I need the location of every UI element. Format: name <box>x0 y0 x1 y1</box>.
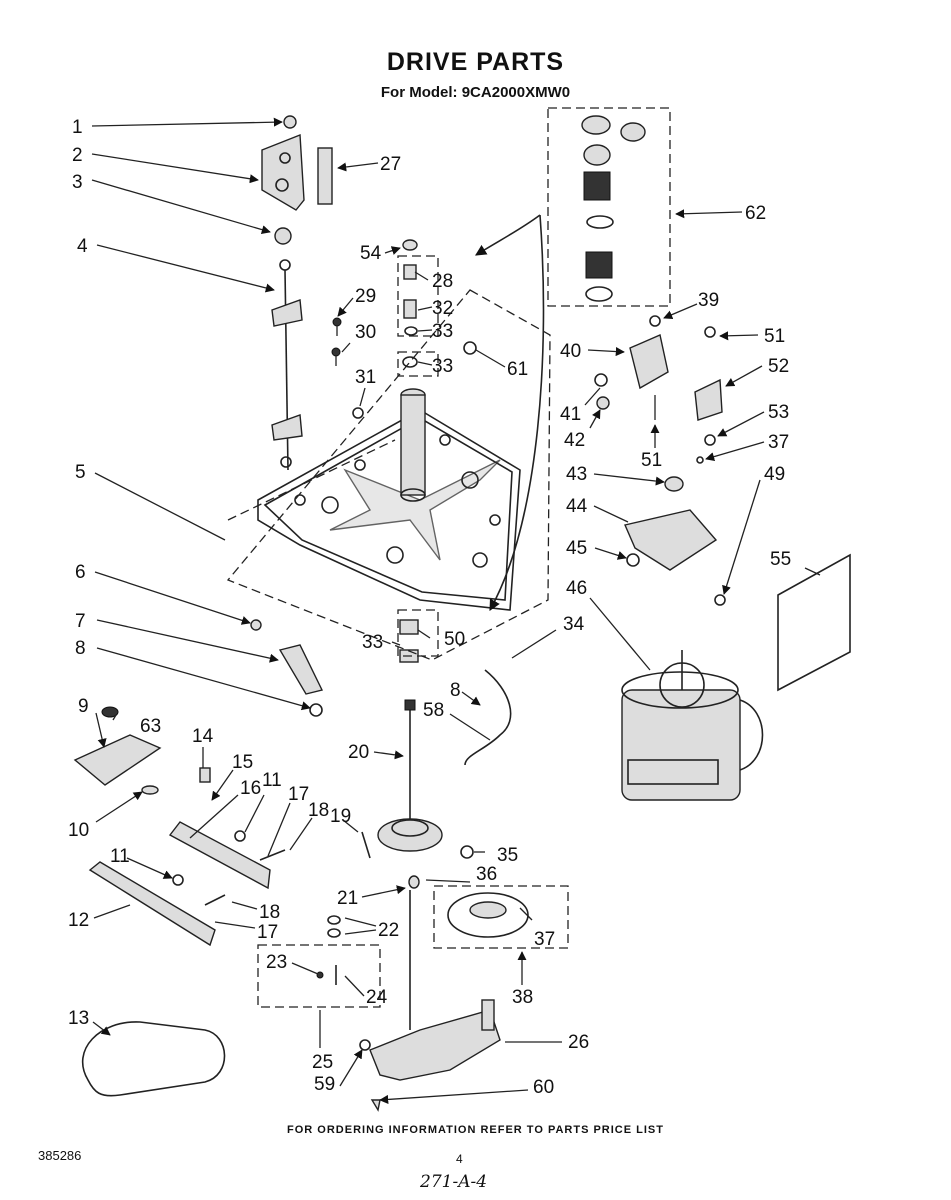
callout-25: 25 <box>312 1052 333 1073</box>
callout-38: 38 <box>512 987 533 1008</box>
callout-8: 8 <box>75 638 86 659</box>
panel-55 <box>777 553 851 692</box>
callout-11: 11 <box>110 846 130 867</box>
page-title: DRIVE PARTS <box>386 48 565 76</box>
page-number: 4 <box>456 1152 463 1166</box>
callout-59: 59 <box>314 1074 335 1095</box>
callout-5: 5 <box>75 462 86 483</box>
callout-16: 16 <box>240 778 261 799</box>
callout-61: 61 <box>507 359 528 380</box>
callout-9: 9 <box>78 696 89 717</box>
callout-39: 39 <box>698 290 719 311</box>
callout-42: 42 <box>564 430 585 451</box>
callout-55: 55 <box>770 549 791 570</box>
callout-11-upper: 11 <box>262 770 282 791</box>
callout-51-low: 51 <box>641 450 662 471</box>
callout-7: 7 <box>75 611 86 632</box>
callout-17: 17 <box>288 784 309 805</box>
callout-8-lower: 8 <box>450 680 461 701</box>
callout-1: 1 <box>72 117 83 138</box>
callout-2: 2 <box>72 145 83 166</box>
callout-3: 3 <box>72 172 83 193</box>
callout-49: 49 <box>764 464 785 485</box>
callout-12: 12 <box>68 910 89 931</box>
callout-13: 13 <box>68 1008 89 1029</box>
callout-14: 14 <box>192 726 214 747</box>
callout-18: 18 <box>308 800 329 821</box>
callout-26: 26 <box>568 1032 589 1053</box>
callout-24: 24 <box>366 987 388 1008</box>
callout-17-lower: 17 <box>257 922 278 943</box>
callout-18-lower: 18 <box>259 902 280 923</box>
callout-15: 15 <box>232 752 253 773</box>
linkage-assembly <box>261 115 333 471</box>
callout-4: 4 <box>77 236 88 257</box>
center-shaft <box>399 239 477 820</box>
callout-28: 28 <box>432 271 453 292</box>
callout-46: 46 <box>566 578 587 599</box>
callout-35: 35 <box>497 845 518 866</box>
callout-33-mid: 33 <box>432 356 453 377</box>
callout-32: 32 <box>432 298 453 319</box>
bearing-kit-62 <box>547 107 671 307</box>
callout-50: 50 <box>444 629 465 650</box>
callout-54: 54 <box>360 243 382 264</box>
callout-10: 10 <box>68 820 89 841</box>
callout-45: 45 <box>566 538 587 559</box>
callout-33-top: 33 <box>432 321 453 342</box>
callout-29: 29 <box>355 286 376 307</box>
ordering-note: FOR ORDERING INFORMATION REFER TO PARTS … <box>287 1124 664 1136</box>
callout-37-lower: 37 <box>534 929 555 950</box>
callout-19: 19 <box>330 806 351 827</box>
document-number: 385286 <box>38 1148 82 1163</box>
callout-63: 63 <box>140 716 161 737</box>
callout-53: 53 <box>768 402 789 423</box>
callout-27: 27 <box>380 154 401 175</box>
model-subtitle: For Model: 9CA2000XMW0 <box>380 84 571 101</box>
callout-41: 41 <box>560 404 581 425</box>
callout-37-upper: 37 <box>768 432 789 453</box>
leader-lines <box>91 117 821 1104</box>
assembly-arrows <box>475 214 545 611</box>
brake-linkage-parts <box>73 619 324 947</box>
callout-34: 34 <box>563 614 585 635</box>
callout-36: 36 <box>476 864 497 885</box>
callout-20: 20 <box>348 742 369 763</box>
callout-51-top: 51 <box>764 326 785 347</box>
callout-40: 40 <box>560 341 581 362</box>
handwritten-reference: 271-A-4 <box>420 1172 488 1192</box>
callout-22: 22 <box>378 920 399 941</box>
callout-21: 21 <box>337 888 358 909</box>
callout-labels: 1 2 3 4 5 6 7 8 9 63 10 11 12 13 14 15 1… <box>68 117 791 1098</box>
drive-belt-13 <box>81 1021 226 1097</box>
callout-62: 62 <box>745 203 766 224</box>
transmission-parts <box>316 818 529 1112</box>
callout-33-low: 33 <box>362 632 383 653</box>
motor-mount-bracket <box>594 315 723 571</box>
callout-58: 58 <box>423 700 444 721</box>
callout-43: 43 <box>566 464 587 485</box>
motor-46 <box>621 650 764 801</box>
callout-23: 23 <box>266 952 287 973</box>
hose-58 <box>464 669 512 766</box>
callout-52: 52 <box>768 356 789 377</box>
callout-60: 60 <box>533 1077 554 1098</box>
callout-44: 44 <box>566 496 588 517</box>
base-plate <box>257 409 521 611</box>
callout-6: 6 <box>75 562 86 583</box>
callout-31: 31 <box>355 367 376 388</box>
screws-29-31 <box>331 317 364 419</box>
callout-30: 30 <box>355 322 376 343</box>
